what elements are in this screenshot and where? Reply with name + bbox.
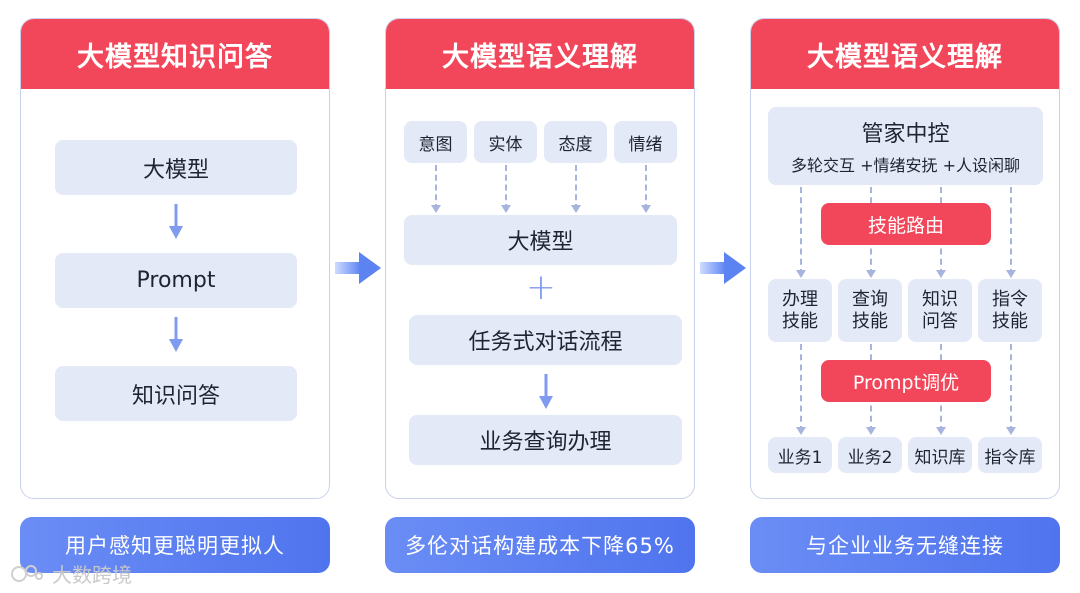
panel-butler-control: 大模型语义理解 管家中控 多轮交互 +情绪安抚 +人设闲聊 技能路由 办理 技能… [750,18,1060,499]
panel-title: 大模型语义理解 [386,19,694,89]
dashed-arrow-icon [501,165,511,213]
plus-icon: + [525,266,557,308]
watermark-logo-icon [11,564,43,582]
skill-line: 问答 [922,310,958,332]
task-flow-box: 任务式对话流程 [409,315,682,365]
dashed-arrow-icon [1006,344,1016,435]
skill-line: 查询 [852,288,888,310]
skill-knowledge-qa: 知识 问答 [908,279,972,342]
butler-title: 管家中控 [861,122,950,147]
down-arrow-icon [169,317,183,352]
down-arrow-icon [169,204,183,239]
down-arrow-icon [539,374,553,409]
skill-line: 技能 [782,310,818,332]
dashed-arrow-icon [796,344,806,435]
right-arrow-icon [700,252,746,284]
footer-panel-1: 用户感知更聪明更拟人 [20,517,330,573]
panel-knowledge-qa: 大模型知识问答 大模型 Prompt 知识问答 [20,18,330,499]
output-business-1: 业务1 [768,437,832,473]
model-box: 大模型 [404,215,677,265]
skill-line: 指令 [992,288,1028,310]
watermark-text: 大数跨境 [52,563,132,587]
business-box: 业务查询办理 [409,415,682,465]
footer-panel-3: 与企业业务无缝连接 [750,517,1060,573]
prompt-tuning-box: Prompt调优 [821,360,991,402]
dashed-arrow-icon [1006,187,1016,278]
input-intent: 意图 [404,121,467,163]
input-emotion: 情绪 [614,121,677,163]
input-attitude: 态度 [544,121,607,163]
skill-query: 查询 技能 [838,279,902,342]
butler-box: 管家中控 多轮交互 +情绪安抚 +人设闲聊 [768,107,1043,185]
output-business-2: 业务2 [838,437,902,473]
watermark: 大数跨境 [10,559,132,588]
flow-box-model: 大模型 [55,140,297,195]
output-command-base: 指令库 [978,437,1042,473]
right-arrow-icon [335,252,381,284]
input-entity: 实体 [474,121,537,163]
butler-subtitle: 多轮交互 +情绪安抚 +人设闲聊 [791,156,1020,175]
flow-box-knowledge-qa: 知识问答 [55,366,297,421]
skill-line: 办理 [782,288,818,310]
skill-line: 技能 [992,310,1028,332]
flow-box-prompt: Prompt [55,253,297,308]
skill-routing-box: 技能路由 [821,203,991,245]
panel-semantic-understanding: 大模型语义理解 意图 实体 态度 情绪 大模型 + 任务式对话流程 业务查询办理 [385,18,695,499]
dashed-arrow-icon [796,187,806,278]
dashed-arrow-icon [431,165,441,213]
skill-command: 指令 技能 [978,279,1042,342]
skill-line: 技能 [852,310,888,332]
dashed-arrow-icon [571,165,581,213]
dashed-arrow-icon [641,165,651,213]
skill-handle: 办理 技能 [768,279,832,342]
footer-panel-2: 多伦对话构建成本下降65% [385,517,695,573]
panel-title: 大模型语义理解 [751,19,1059,89]
output-knowledge-base: 知识库 [908,437,972,473]
skill-line: 知识 [922,288,958,310]
panel-title: 大模型知识问答 [21,19,329,89]
